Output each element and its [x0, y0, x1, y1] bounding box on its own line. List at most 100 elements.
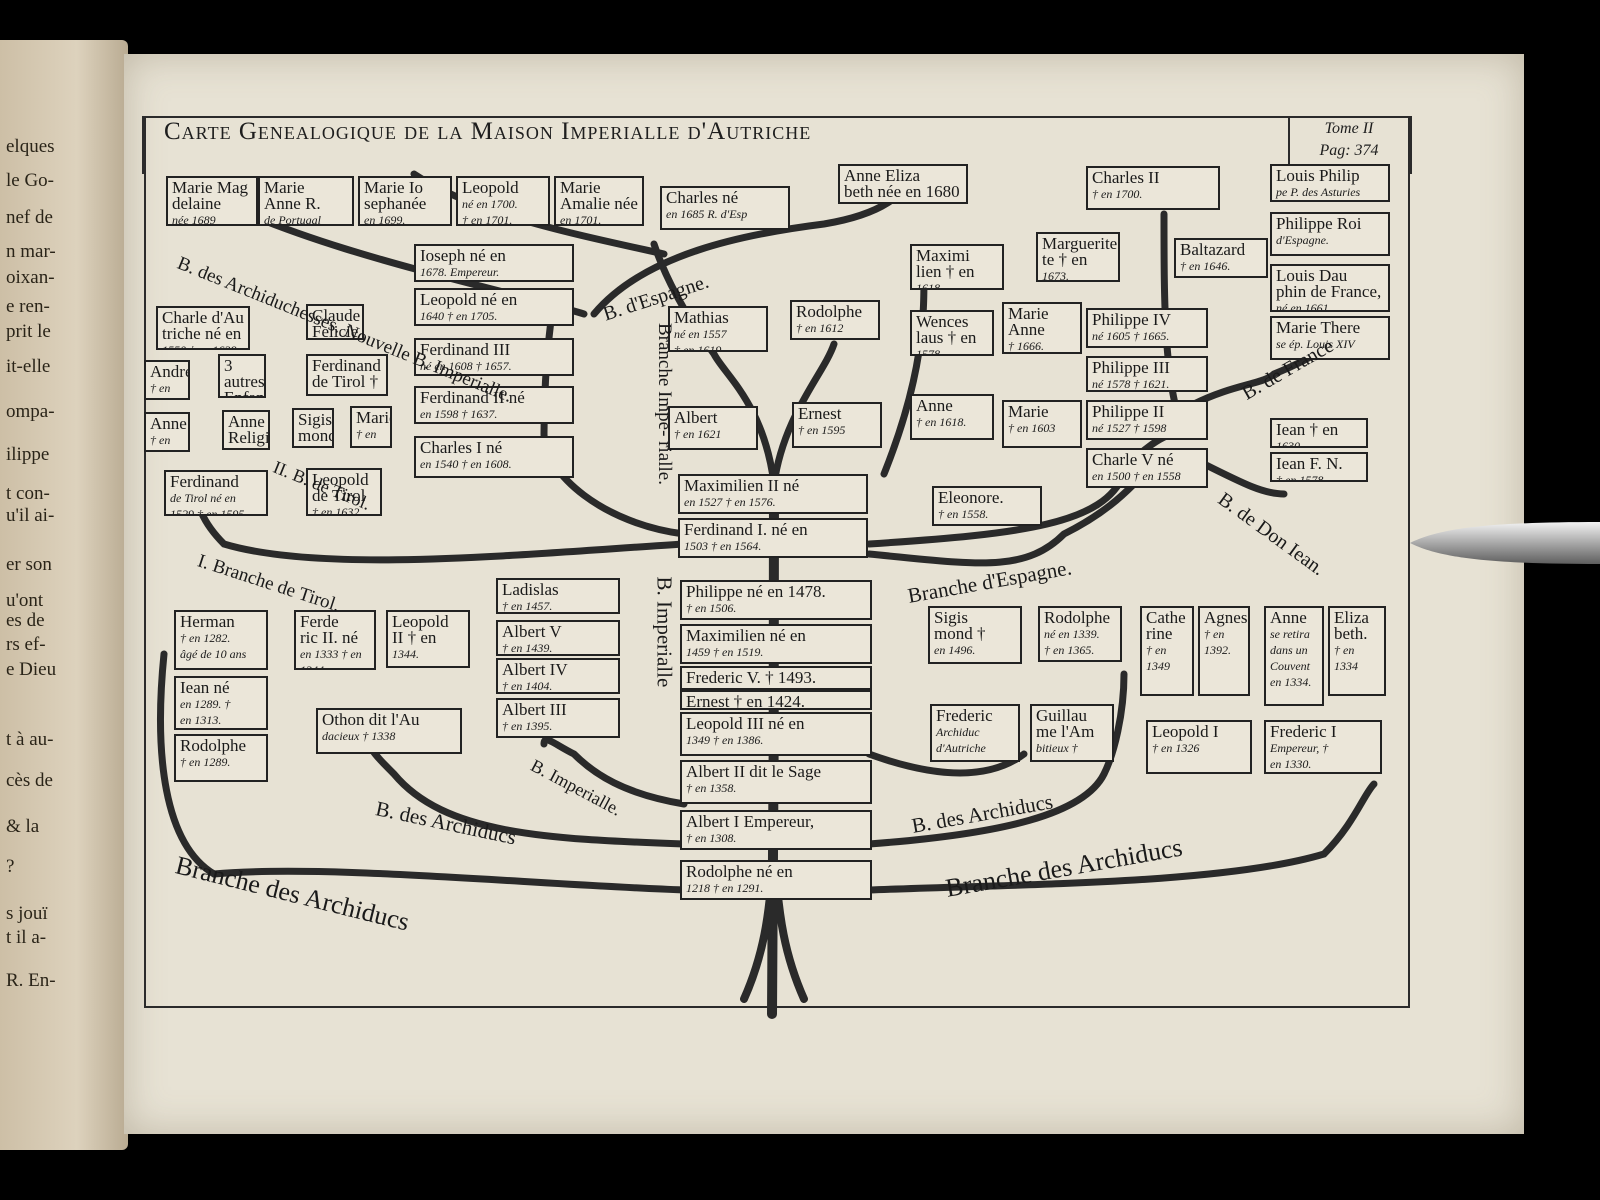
person-name: Marie — [1008, 304, 1049, 323]
person-name: beth née en 1680 — [844, 182, 960, 201]
left-page-line: t il a- — [6, 927, 47, 948]
person-name: Wences — [916, 312, 969, 331]
person-box-albert-1621: Albert† en 1621 — [668, 406, 758, 450]
person-name: de Tirol — [312, 486, 366, 505]
person-name: Philippe IV — [1092, 310, 1171, 329]
person-dates: 1503 † en 1564. — [684, 539, 762, 553]
person-name: Albert II dit le Sage — [686, 762, 822, 781]
person-dates: † en 1506. — [686, 601, 737, 615]
person-dates: † en 1595 — [798, 423, 846, 437]
person-dates: en 1598 † 1637. — [420, 407, 498, 421]
person-name: sephanée — [364, 194, 427, 213]
person-dates: Couvent — [1270, 659, 1310, 673]
person-dates: en 1500 † en 1558 — [1092, 469, 1181, 483]
person-name: Sigis — [934, 608, 969, 627]
person-name: Anne — [916, 396, 953, 415]
person-dates: † en 1646. — [1180, 259, 1231, 273]
person-dates: 1578. — [916, 347, 943, 356]
left-page-line: ilippe — [6, 444, 50, 465]
left-page-line: es de — [6, 610, 45, 631]
person-dates: en 1527 † en 1576. — [684, 495, 776, 509]
person-name: Sigis — [298, 410, 333, 429]
person-name: Anne — [1270, 608, 1307, 627]
person-name: triche né en — [162, 324, 242, 343]
person-dates: † en 1439. — [502, 641, 553, 655]
person-name: Eleonore. — [938, 488, 1004, 507]
person-dates: né 1578 † 1621. — [1092, 377, 1170, 391]
left-page-line: R. En- — [6, 970, 56, 991]
person-dates: 1459 † en 1519. — [686, 645, 764, 659]
person-name: Mathias — [674, 308, 729, 327]
person-name: Ferdinand I. né en — [684, 520, 808, 539]
person-dates: âgé de 10 ans — [180, 647, 247, 661]
person-dates: † 1666. — [1008, 339, 1044, 353]
person-name: Philippe III — [1092, 358, 1170, 377]
person-name: Albert — [674, 408, 718, 427]
person-dates: † en 1632 — [312, 505, 360, 516]
person-name: Anne — [228, 412, 265, 431]
person-dates: dacieux † 1338 — [322, 729, 396, 743]
person-name: Religieu — [228, 428, 270, 447]
person-dates: † en — [1334, 643, 1355, 657]
person-name: lien † en — [916, 262, 975, 281]
left-page-line: u'ont — [6, 590, 44, 611]
person-box-anne-religieuse: AnneReligieuse. — [222, 410, 270, 450]
person-name: Frederic — [936, 706, 993, 725]
person-box-rodolphe-1289: Rodolphe† en 1289. — [174, 734, 268, 782]
left-page-line: nef de — [6, 207, 53, 228]
person-dates: d'Espagne. — [1276, 233, 1329, 247]
person-name: Rodolphe — [796, 302, 863, 321]
person-dates: se retira — [1270, 627, 1310, 641]
person-name: Frederic V. † 1493. — [686, 668, 817, 687]
person-name: Leopold né en — [420, 290, 518, 309]
person-name: Andre — [150, 362, 190, 381]
person-name: Albert III — [502, 700, 567, 719]
person-box-marie-1603: Marie† en 1603 — [1002, 400, 1082, 448]
person-dates: † en 1578. — [1276, 473, 1327, 482]
person-dates: se. — [228, 446, 264, 448]
knife-blade-icon — [1410, 522, 1600, 564]
person-name: beth. — [1334, 624, 1368, 643]
tome-reference: Tome II Pag: 374 — [1288, 118, 1408, 168]
left-page-line: t con- — [6, 483, 50, 504]
person-name: Iean né — [180, 678, 230, 697]
person-name: Leopold — [312, 470, 369, 489]
person-dates: en 1289. † — [180, 697, 231, 711]
branch-label-branche-imperialle-top: Branche Impe- rialle. — [654, 323, 675, 485]
person-name: Louis Philip — [1276, 166, 1360, 185]
person-name: Felicie — [312, 322, 359, 340]
person-name: Marie Mag — [172, 178, 249, 197]
person-name: Maximilien II né — [684, 476, 800, 495]
person-box-ernest-1595: Ernest† en 1595 — [792, 402, 882, 448]
person-name: Ernest † en 1424. — [686, 692, 805, 710]
person-dates: † en 1404. — [502, 679, 553, 693]
left-page-line: rs ef- — [6, 634, 46, 655]
person-dates: né en 1661. — [1276, 301, 1332, 312]
person-name: Ferdinand II né — [420, 388, 525, 407]
person-dates: née 1689 — [172, 213, 216, 226]
left-page-line: oixan- — [6, 267, 55, 288]
person-name: Ladislas — [502, 580, 559, 599]
person-box-andre: Andre† en 1610 — [144, 360, 190, 400]
